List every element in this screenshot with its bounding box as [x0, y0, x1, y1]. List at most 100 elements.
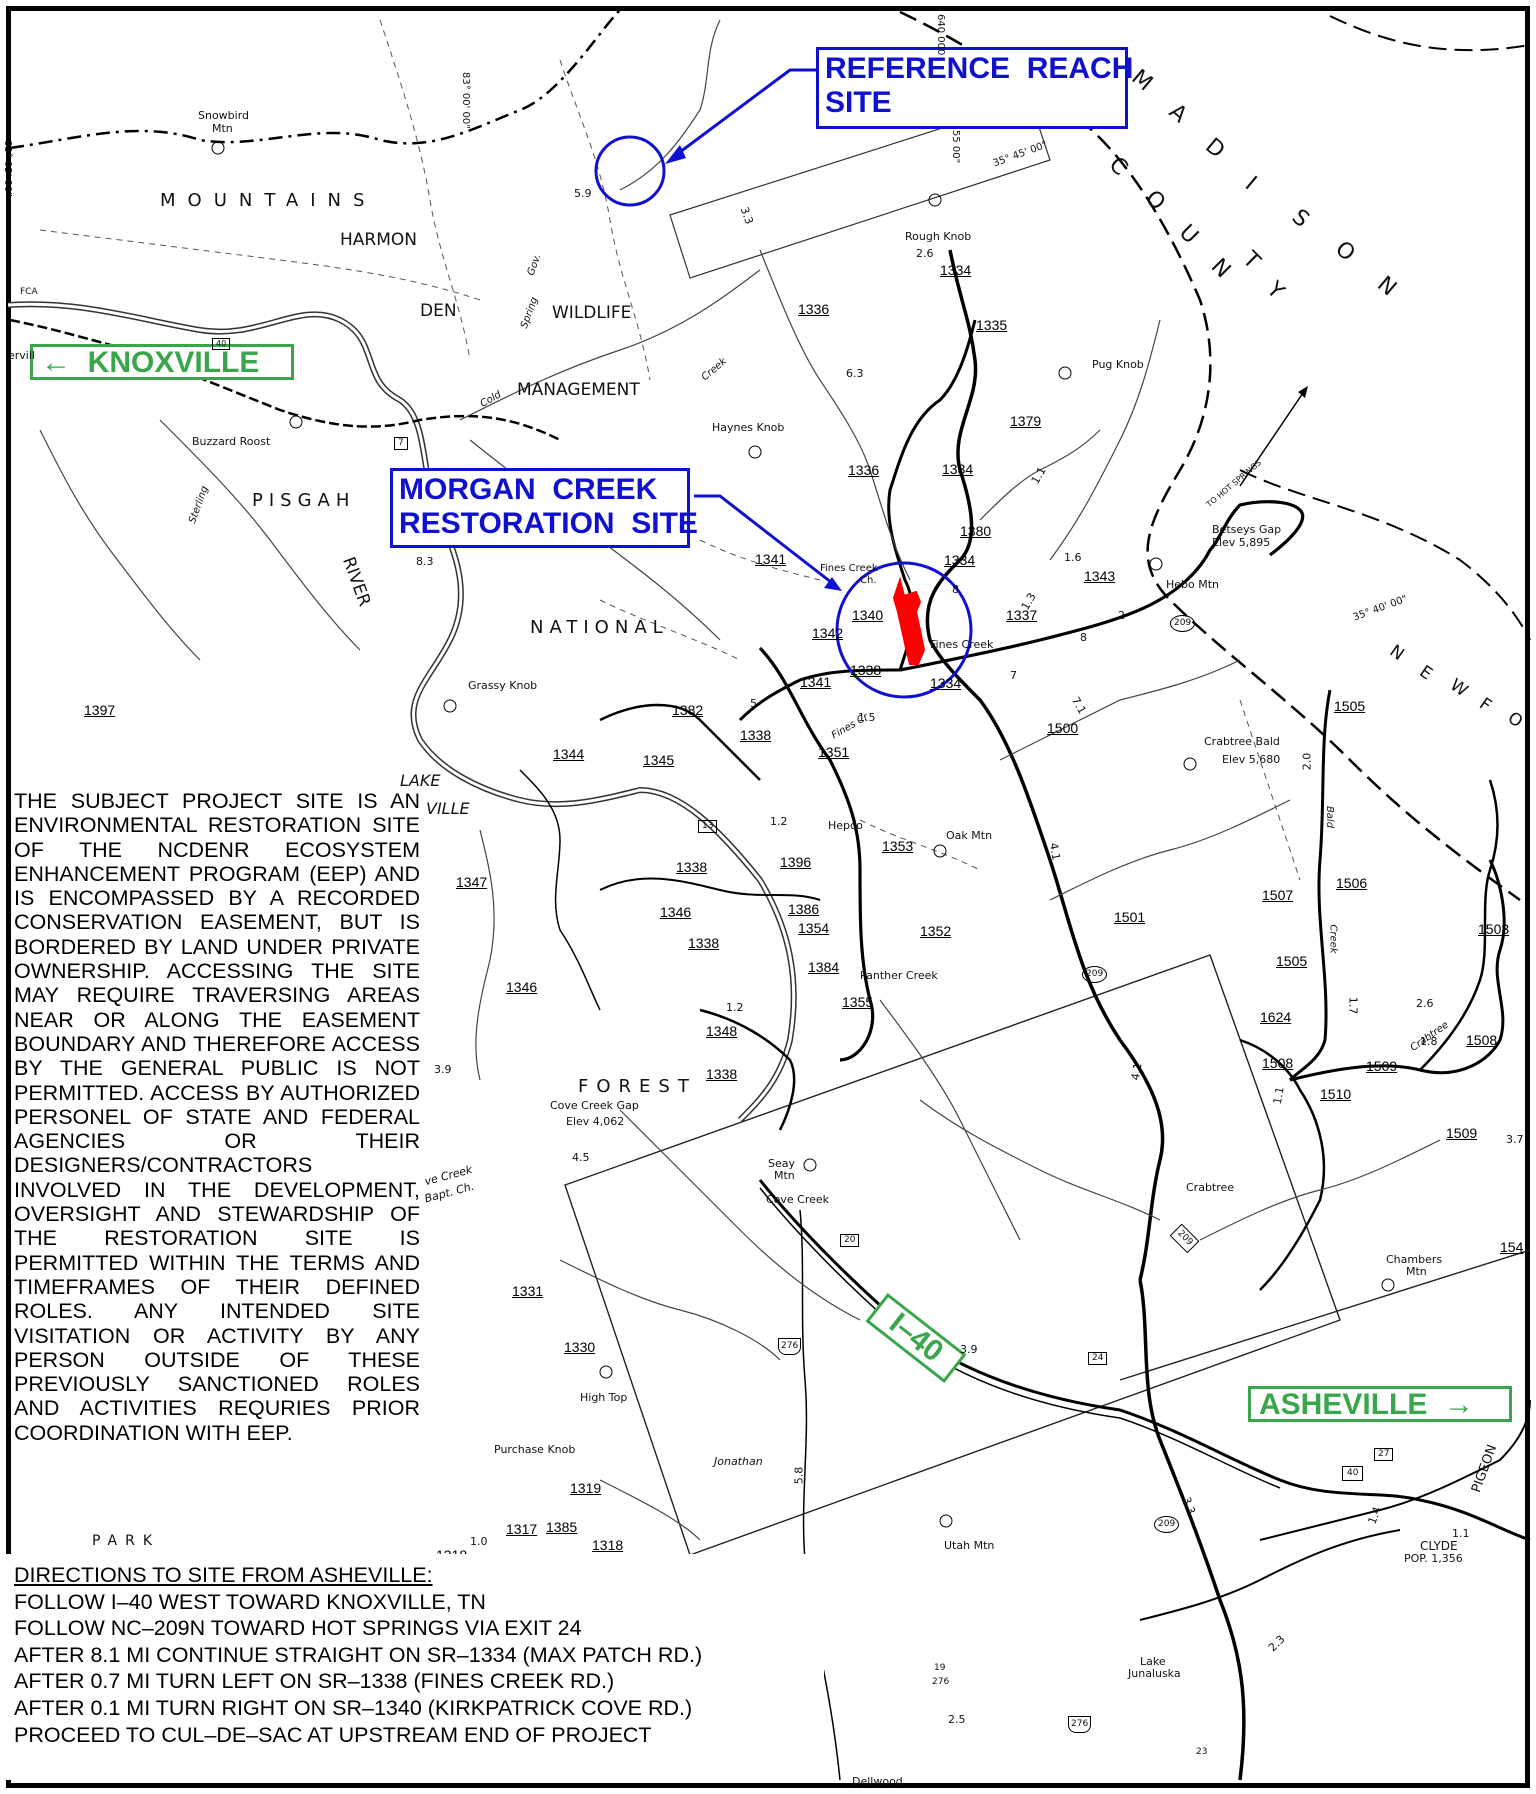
stream-16	[39, 429, 201, 661]
place-chambers: Chambers	[1386, 1253, 1443, 1266]
shield-20: 20	[840, 1234, 860, 1247]
shield-276-a: 276	[778, 1338, 802, 1355]
place-crabtree-bald: Crabtree Bald	[1204, 735, 1280, 748]
place-seay-mtn: Mtn	[774, 1169, 795, 1182]
place-panther-creek: Panther Creek	[860, 969, 938, 982]
peak-buzzard	[289, 415, 303, 429]
route-1354: 1354	[798, 920, 830, 936]
place-fines-creek-ch: Fines Creek	[820, 563, 878, 574]
label-wildlife: WILDLIFE	[552, 303, 632, 323]
route-1336-a: 1336	[798, 301, 830, 317]
road-west-2	[599, 703, 761, 781]
road-1505	[1288, 689, 1332, 1082]
stream-7	[999, 659, 1241, 761]
stream-15	[159, 419, 361, 651]
road-west	[738, 668, 901, 722]
stream-13	[559, 1259, 781, 1361]
route-1384: 1384	[808, 959, 840, 975]
route-1509-a: 1509	[1366, 1058, 1398, 1074]
route-1353: 1353	[882, 838, 914, 854]
route-1380: 1380	[960, 523, 992, 539]
directions-step: PROCEED TO CUL–DE–SAC AT UPSTREAM END OF…	[14, 1722, 652, 1747]
route-1342: 1342	[812, 625, 844, 641]
place-lake-junaluska-2: Junaluska	[1128, 1667, 1181, 1680]
route-1508-a: 1508	[1466, 1032, 1498, 1048]
shield-40-b: 40	[1342, 1466, 1364, 1481]
mile-2-6-b: 2.6	[1416, 997, 1434, 1010]
road-fines-creek	[899, 500, 1305, 672]
route-1338-c: 1338	[676, 859, 708, 875]
place-clyde: CLYDE	[1420, 1539, 1458, 1553]
shield-276-c: 276	[932, 1677, 950, 1687]
mile-1-8: 1.8	[1420, 1035, 1438, 1048]
place-knoxville-frag: ervill	[8, 349, 35, 362]
shield-27: 27	[1374, 1448, 1394, 1461]
restoration-leader-head	[824, 577, 842, 591]
place-utah-mtn: Utah Mtn	[944, 1539, 995, 1552]
route-154: 154	[1500, 1239, 1524, 1255]
coord-83-05: 83° 05' 00"	[2, 140, 13, 197]
trail-7	[859, 819, 981, 871]
access-notice: The subject project site is an environme…	[14, 789, 424, 1446]
shield-13: 13	[698, 820, 718, 833]
label-harmon: HARMON	[340, 230, 417, 250]
route-1338-b: 1338	[740, 727, 772, 743]
road-1509	[1289, 859, 1506, 1082]
route-1334-c: 1334	[944, 552, 976, 568]
place-clyde-pop: POP. 1,356	[1404, 1552, 1463, 1565]
route-1335: 1335	[976, 317, 1008, 333]
stream-10	[619, 1109, 861, 1321]
hot-springs-arrow	[1239, 389, 1306, 487]
route-1347: 1347	[456, 874, 488, 890]
restoration-site-callout: MORGAN CREEK RESTORATION SITE	[390, 468, 698, 548]
reference-leader	[671, 68, 818, 160]
peak-oak	[933, 844, 947, 858]
mile-1-5: 1.5	[858, 711, 876, 724]
peak-chambers	[1381, 1278, 1395, 1292]
route-1505-b: 1505	[1276, 953, 1308, 969]
restoration-leader	[694, 494, 837, 588]
county-boundary-3	[1329, 15, 1531, 52]
peak-high-top	[599, 1365, 613, 1379]
road-lake-j	[1139, 1529, 1401, 1621]
directions-panel: DIRECTIONS TO SITE FROM ASHEVILLE: FOLLO…	[4, 1554, 824, 1780]
route-1341-b: 1341	[800, 674, 832, 690]
peak-utah	[939, 1514, 953, 1528]
place-oak-mtn: Oak Mtn	[946, 829, 993, 842]
stream-11	[919, 1099, 1161, 1221]
mile-2-5: 2.5	[948, 1713, 966, 1726]
shield-19: 19	[934, 1663, 946, 1673]
place-seay: Seay	[768, 1157, 796, 1170]
route-1503: 1503	[1478, 921, 1510, 937]
reference-reach-circle	[594, 135, 666, 207]
route-1508-b: 1508	[1262, 1055, 1294, 1071]
label-ville: VILLE	[426, 799, 470, 818]
route-1351: 1351	[818, 744, 850, 760]
label-national: NATIONAL	[530, 617, 669, 638]
route-1340: 1340	[852, 607, 884, 623]
route-1338-d: 1338	[688, 935, 720, 951]
road-1338-s	[699, 1008, 796, 1131]
interstate-40-main	[758, 1179, 1531, 1542]
mile-8-3: 8.3	[416, 555, 434, 568]
route-1386: 1386	[788, 901, 820, 917]
directions-heading: DIRECTIONS TO SITE FROM ASHEVILLE:	[14, 1563, 433, 1587]
route-1510: 1510	[1320, 1086, 1352, 1102]
route-1331: 1331	[512, 1283, 544, 1299]
route-1396: 1396	[780, 854, 812, 870]
road-1346	[599, 877, 821, 901]
road-1624	[1239, 1038, 1326, 1291]
place-rough-knob: Rough Knob	[905, 230, 972, 243]
directions-step: AFTER 0.7 MI TURN LEFT ON SR–1338 (FINES…	[14, 1669, 615, 1694]
route-1334-a: 1334	[940, 262, 972, 278]
route-1501: 1501	[1114, 909, 1146, 925]
route-1624: 1624	[1260, 1009, 1292, 1025]
place-jonathan: Jonathan	[714, 1455, 763, 1468]
route-1337: 1337	[1006, 607, 1038, 623]
route-1352: 1352	[920, 923, 952, 939]
route-1334-d: 1334	[930, 675, 962, 691]
stream-12	[1199, 1139, 1441, 1241]
place-cove-creek-gap: Cove Creek Gap	[550, 1099, 639, 1112]
reference-reach-callout: REFERENCE REACH SITE	[816, 47, 1133, 129]
coord-83-00: 83° 00' 00"	[460, 72, 471, 129]
